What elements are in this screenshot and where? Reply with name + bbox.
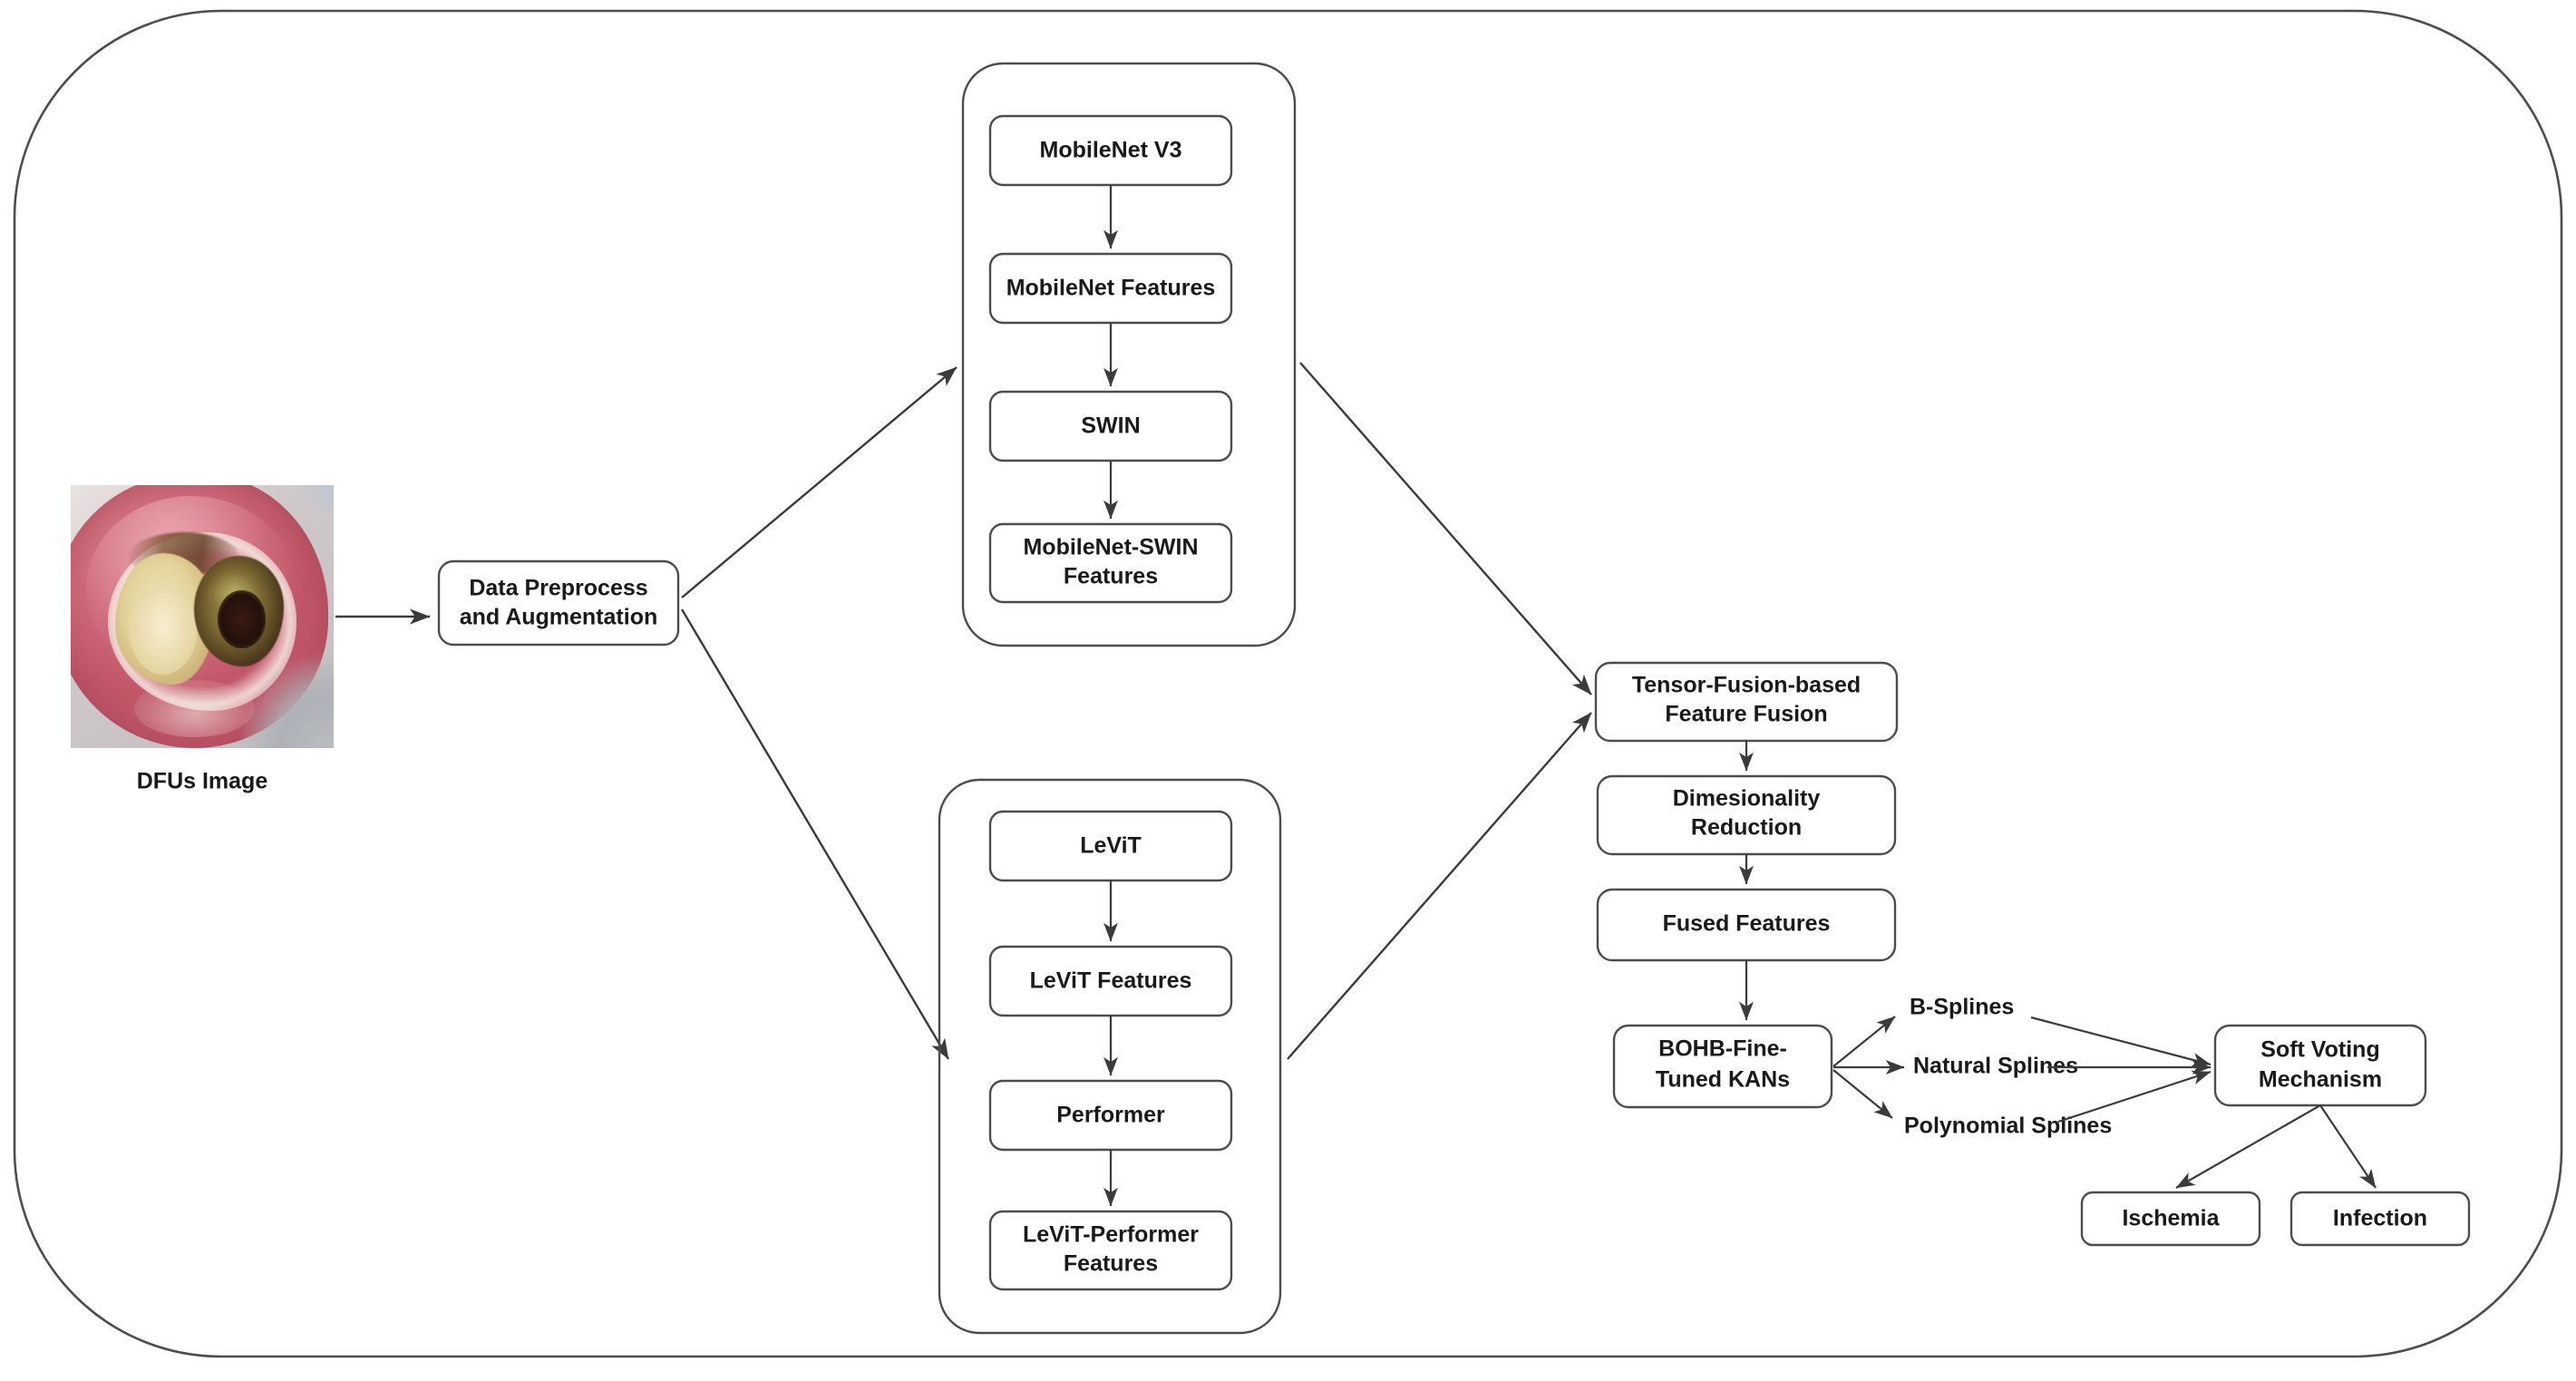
- node-dimensionality-reduction-label-line1: Dimesionality: [1673, 786, 1821, 812]
- edge-b-splines-to-voting: [2030, 1016, 2211, 1067]
- edge-voting-to-infection: [2319, 1104, 2377, 1189]
- node-infection-label: Infection: [2333, 1206, 2427, 1231]
- group-mobilenet-swin: [961, 62, 1297, 647]
- node-ischemia-label: Ischemia: [2122, 1206, 2220, 1231]
- photo-eschar-core: [218, 590, 266, 648]
- dfu-image-thumbnail: [71, 485, 334, 748]
- node-mobilenet-v3-label: MobileNet V3: [1040, 138, 1182, 163]
- edge-kans-to-polynomial-splines: [1832, 1069, 1893, 1119]
- node-data-preprocess-label-line2: and Augmentation: [460, 605, 658, 630]
- node-dimensionality-reduction-label-line2: Reduction: [1691, 815, 1802, 841]
- node-tensor-fusion-label-line1: Tensor-Fusion-based: [1632, 673, 1861, 698]
- edge-voting-to-ischemia: [2175, 1104, 2321, 1189]
- node-data-preprocess[interactable]: [437, 559, 680, 647]
- photo-slough-highlight: [128, 585, 198, 675]
- node-soft-voting-label-line1: Soft Voting: [2260, 1037, 2379, 1063]
- node-data-preprocess-label-line1: Data Preprocess: [469, 576, 647, 601]
- node-levit-performer-features-label-line2: Features: [1064, 1251, 1158, 1277]
- edge-kans-to-b-splines: [1832, 1016, 1896, 1067]
- node-swin-label: SWIN: [1081, 413, 1140, 439]
- node-levit-features-label: LeViT Features: [1030, 968, 1192, 994]
- photo-pale-bottom: [133, 679, 255, 738]
- node-infection[interactable]: [2289, 1191, 2471, 1247]
- node-levit-performer-features[interactable]: [988, 1210, 1233, 1291]
- edge-polynomial-splines-to-voting: [2057, 1070, 2211, 1123]
- node-performer-label: Performer: [1056, 1103, 1165, 1128]
- label-polynomial-splines: Polynomial Splines: [1904, 1114, 2112, 1139]
- outer-container: [13, 9, 2563, 1358]
- edge-bottom-branch-to-fusion: [1287, 712, 1592, 1060]
- node-bohb-fine-tuned-kans-label-line1: BOHB-Fine-: [1658, 1036, 1787, 1062]
- node-ischemia[interactable]: [2080, 1191, 2261, 1247]
- node-bohb-fine-tuned-kans[interactable]: [1612, 1024, 1833, 1109]
- label-natural-splines: Natural Splines: [1913, 1054, 2078, 1079]
- node-mobilenet-swin-features-label-line1: MobileNet-SWIN: [1023, 535, 1198, 560]
- node-bohb-fine-tuned-kans-label-line2: Tuned KANs: [1656, 1067, 1790, 1093]
- node-levit-label: LeViT: [1080, 833, 1142, 859]
- node-soft-voting-label-line2: Mechanism: [2259, 1067, 2382, 1093]
- node-mobilenet-swin-features[interactable]: [988, 522, 1233, 604]
- label-b-splines: B-Splines: [1910, 995, 2014, 1020]
- group-levit-performer: [938, 778, 1282, 1335]
- dfu-image-caption: DFUs Image: [137, 769, 268, 794]
- edge-preprocess-to-top-branch: [681, 366, 957, 598]
- edge-top-branch-to-fusion: [1299, 362, 1592, 695]
- node-tensor-fusion-label-line2: Feature Fusion: [1665, 702, 1827, 727]
- photo-blue-corner: [296, 485, 334, 522]
- node-mobilenet-features-label: MobileNet Features: [1006, 276, 1216, 301]
- photo-grey-corner: [238, 653, 334, 748]
- edge-preprocess-to-bottom-branch: [680, 608, 950, 1060]
- node-levit-performer-features-label-line1: LeViT-Performer: [1023, 1222, 1199, 1248]
- node-fused-features-label: Fused Features: [1663, 911, 1831, 937]
- node-mobilenet-swin-features-label-line2: Features: [1064, 564, 1158, 589]
